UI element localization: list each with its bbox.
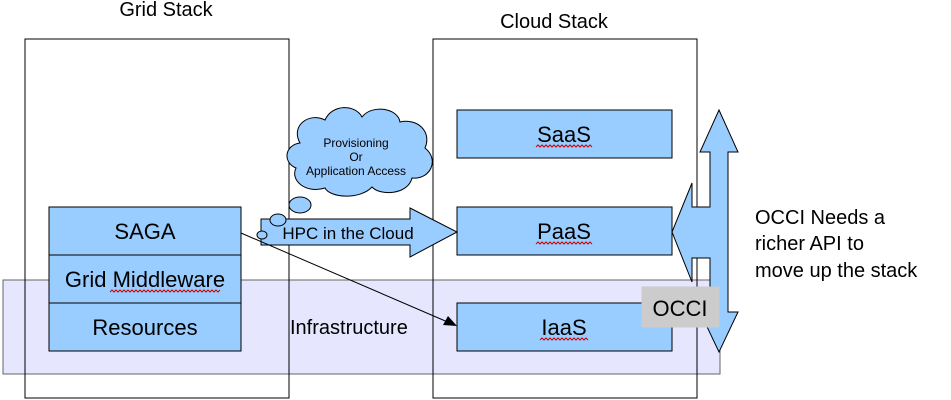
occi-up-down-arrow [671,108,739,354]
saga-to-iaas-connector [240,232,451,324]
infrastructure-label: Infrastructure [290,317,408,339]
spellcheck-underlines [109,144,593,341]
cloud-stack-heading: Cloud Stack [500,11,609,33]
iaas-box [456,302,673,352]
cloud-callout-line3: Application Access [306,164,406,178]
occi-note-line3: move up the stack [755,260,918,282]
occi-box [641,286,720,328]
saas-box [456,109,673,159]
hpc-arrow [260,207,459,258]
occi-box-label: OCCI [653,296,708,321]
cloud-callout-line2: Or [349,150,362,164]
hpc-arrow-label: HPC in the Cloud [282,224,413,243]
grid-middleware-label: Grid Middleware [65,267,225,292]
paas-box [456,206,673,256]
saga-to-iaas-arrowhead [443,316,457,326]
occi-note-line1: OCCI Needs a [755,207,886,229]
grid-middleware-box [48,254,242,304]
resources-box [48,302,242,352]
paas-label: PaaS [537,219,591,244]
resources-label: Resources [92,315,197,340]
grid-stack-heading: Grid Stack [119,0,213,21]
iaas-label: IaaS [541,315,586,340]
saas-label: SaaS [537,122,591,147]
cloud-callout-line1: Provisioning [323,136,388,150]
occi-note-line2: richer API to [755,233,864,255]
provisioning-cloud-callout [256,107,433,240]
saga-label: SAGA [114,219,175,244]
